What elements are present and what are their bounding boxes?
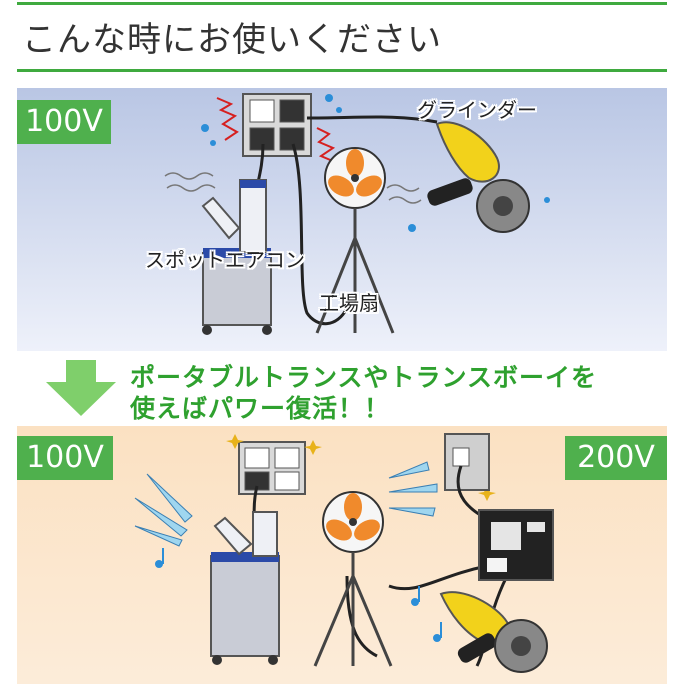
problem-scene-illustration [164, 93, 550, 335]
voltage-badge-top: 100V [17, 100, 111, 144]
factory-fan-label: 工場扇 [319, 291, 379, 315]
cool-air-icon [134, 461, 438, 547]
music-note-icon [155, 548, 442, 642]
voltage-badge-bottom-left: 100V [17, 436, 113, 480]
spot-aircon-icon [210, 511, 280, 665]
arrow-caption-line2: 使えばパワー復活！！ [130, 394, 391, 423]
wall-outlet-200v-icon [444, 433, 490, 491]
problem-scene-panel: 100V グラインダー スポットエアコン 工場扇 [17, 88, 667, 351]
wall-outlet-icon [242, 93, 312, 157]
portable-transformer-icon [478, 509, 554, 581]
down-arrow-icon [46, 360, 116, 416]
arrow-caption-line1: ポータブルトランスやトランスボーイを [130, 363, 598, 392]
voltage-badge-bottom-right: 200V [565, 436, 667, 480]
overload-spark-icon [216, 97, 336, 163]
solution-scene-panel: 100V 200V [17, 426, 667, 684]
wall-outlet-icon [238, 441, 306, 495]
grinder-icon [439, 591, 548, 673]
factory-fan-icon [313, 491, 393, 667]
sweat-drops-icon [201, 94, 550, 232]
spot-aircon-label: スポットエアコン [145, 248, 305, 272]
heat-wave-icon [164, 172, 422, 204]
header-top-rule [17, 2, 667, 5]
factory-fan-icon [315, 147, 395, 334]
spot-aircon-icon [201, 179, 272, 335]
header-bottom-rule [17, 69, 667, 72]
page-title: こんな時にお使いください [22, 20, 442, 60]
grinder-label: グラインダー [417, 98, 537, 122]
solution-scene-illustration [134, 433, 554, 673]
grinder-icon [427, 121, 530, 233]
sparkle-icon [226, 434, 496, 501]
